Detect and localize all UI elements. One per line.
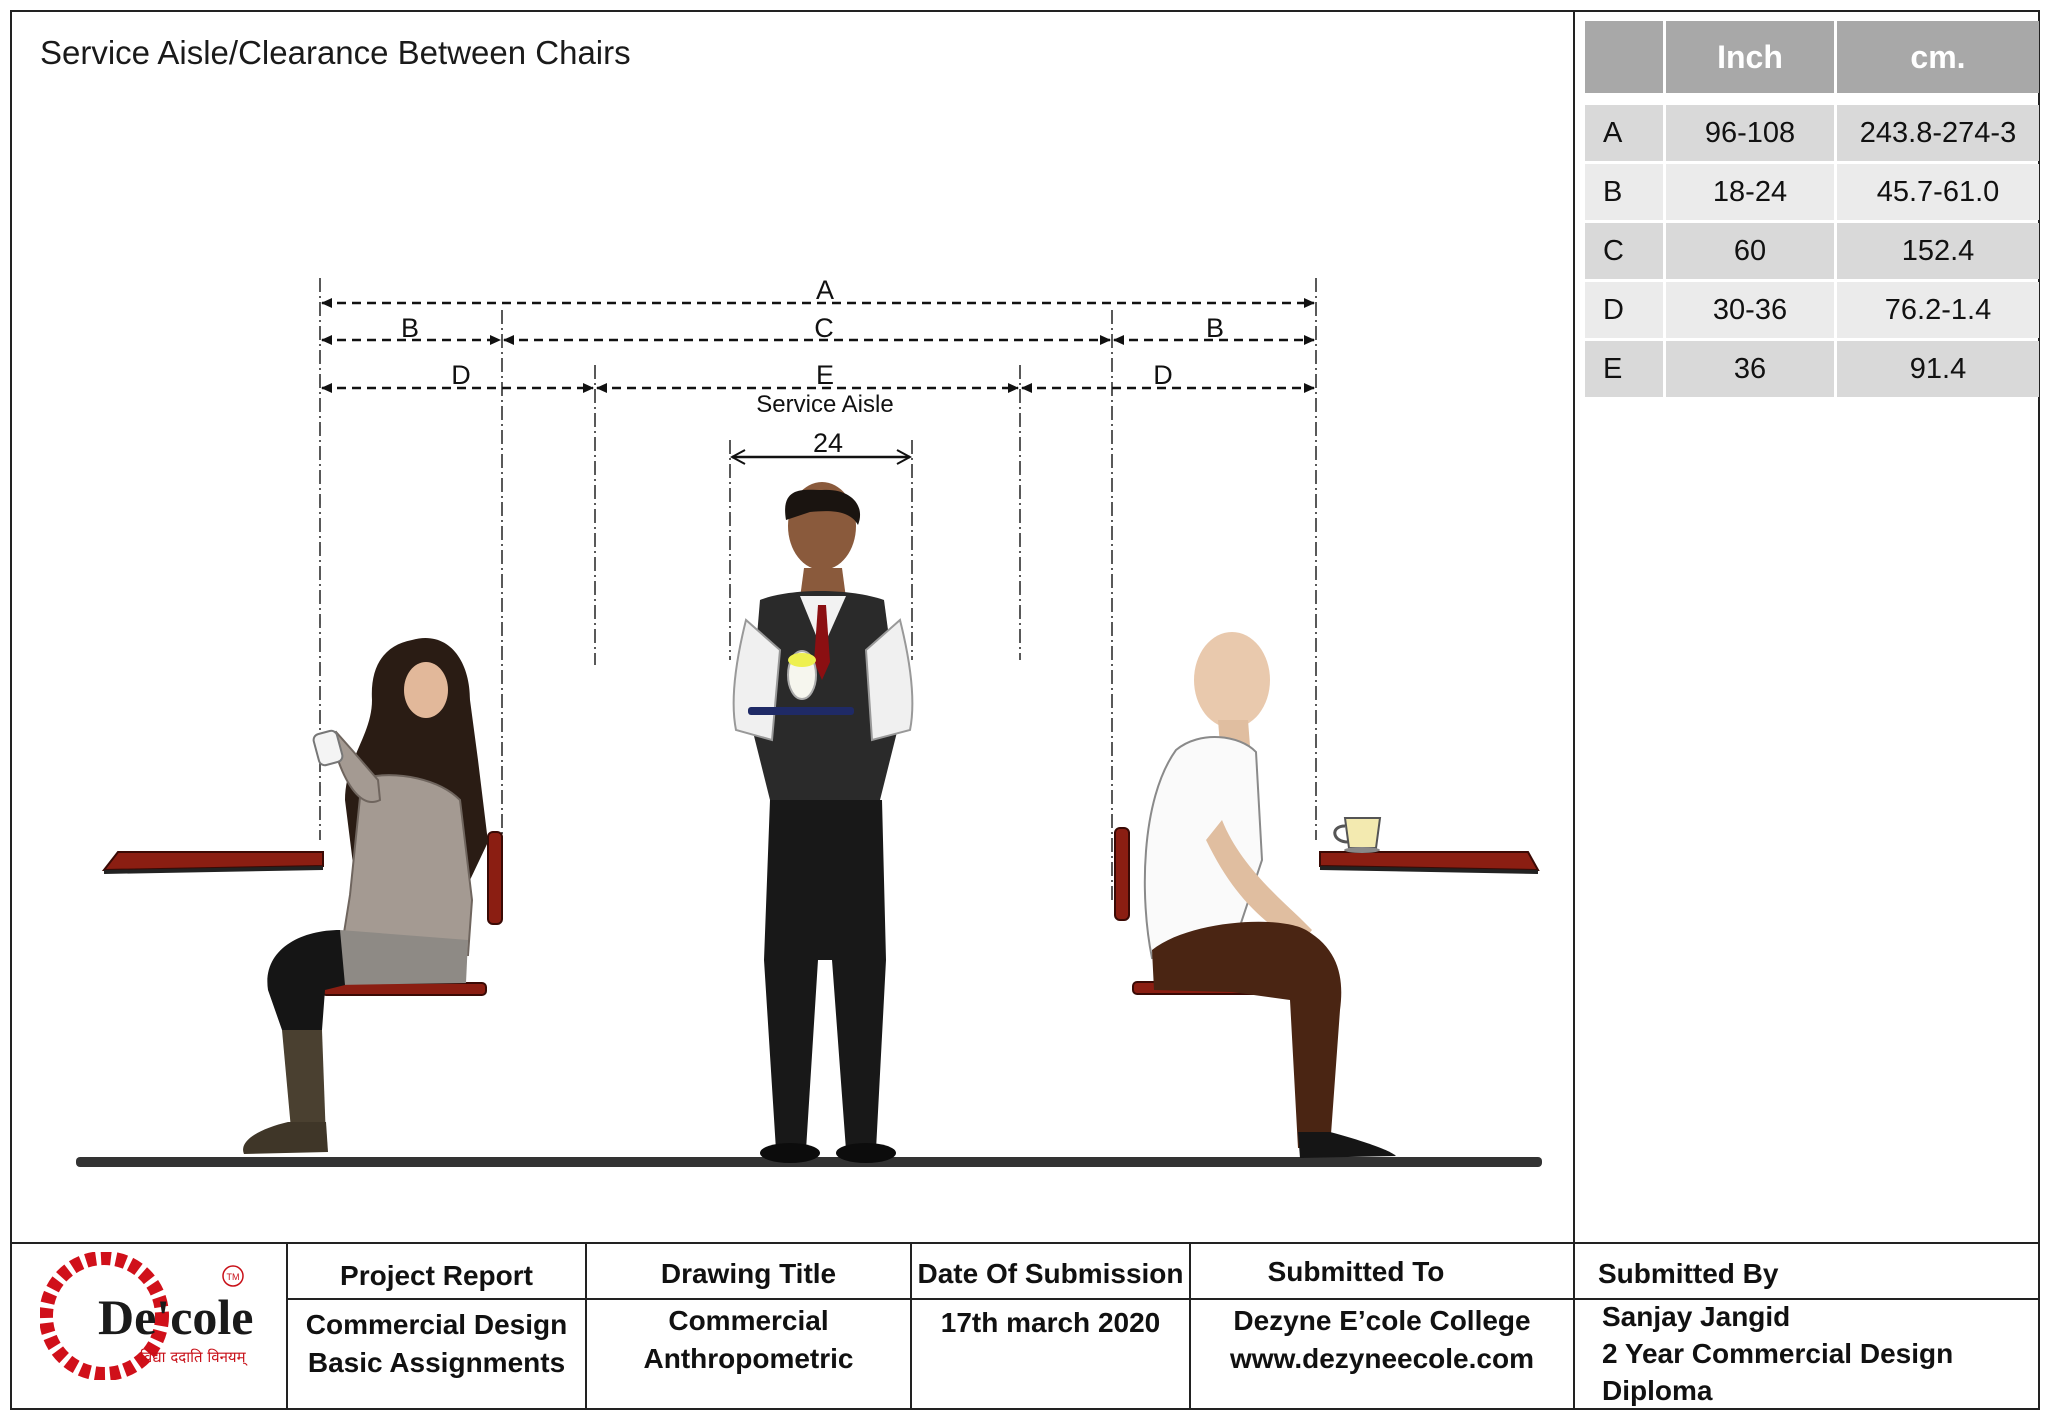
date-heading: Date Of Submission xyxy=(917,1258,1184,1289)
drawing-title-line2: Anthropometric xyxy=(643,1343,854,1374)
decole-logo: De'cole विद्या ददाति विनयम् TM xyxy=(40,1252,253,1380)
drawing-title-value: Commercial Anthropometric xyxy=(587,1302,910,1378)
table-row-label: C xyxy=(1585,223,1663,279)
table-row-cm: 76.2-1.4 xyxy=(1837,282,2039,338)
dimension-table: Inch cm. A 96-108 243.8-274-3 B 18-24 45… xyxy=(1582,18,2042,400)
footer-header-rule xyxy=(286,1298,2040,1300)
footer-divider xyxy=(1573,1242,1575,1410)
project-report-heading: Project Report xyxy=(340,1260,533,1291)
table-row-label: E xyxy=(1585,341,1663,397)
logo-tagline: विद्या ददाति विनयम् xyxy=(140,1348,248,1366)
dim-label-d-left: D xyxy=(451,360,471,390)
table-row-cm: 91.4 xyxy=(1837,341,2039,397)
submitted-by-value: Sanjay Jangid 2 Year Commercial Design D… xyxy=(1602,1298,1953,1409)
left-table xyxy=(101,851,324,874)
dim-label-c: C xyxy=(814,313,834,343)
table-row-inch: 18-24 xyxy=(1666,164,1834,220)
table-row: A 96-108 243.8-274-3 xyxy=(1585,105,2039,161)
submitted-to-line2: www.dezyneecole.com xyxy=(1230,1343,1534,1374)
footer-divider xyxy=(286,1242,288,1410)
submitted-by-line1: Sanjay Jangid xyxy=(1602,1301,1791,1332)
sheet-divider-horizontal xyxy=(10,1242,2040,1244)
dim-label-b-left: B xyxy=(401,313,419,343)
table-header-cm: cm. xyxy=(1837,21,2039,93)
sheet-divider-vertical xyxy=(1573,10,1575,1242)
table-row-inch: 60 xyxy=(1666,223,1834,279)
footer-divider xyxy=(1189,1242,1191,1410)
footer-divider xyxy=(585,1242,587,1410)
submitted-to-heading: Submitted To xyxy=(1267,1256,1445,1287)
table-row-inch: 30-36 xyxy=(1666,282,1834,338)
table-row-label: A xyxy=(1585,105,1663,161)
drawing-title-heading: Drawing Title xyxy=(660,1258,837,1289)
submitted-to-value: Dezyne E’cole College www.dezyneecole.co… xyxy=(1191,1302,1573,1378)
table-row-inch: 36 xyxy=(1666,341,1834,397)
waiter-width-label: 24 xyxy=(813,428,843,458)
table-row: B 18-24 45.7-61.0 xyxy=(1585,164,2039,220)
seated-man-figure xyxy=(1143,632,1396,1158)
dimension-lines xyxy=(321,298,1315,393)
project-report-line1: Commercial Design xyxy=(305,1309,568,1340)
table-row-cm: 45.7-61.0 xyxy=(1837,164,2039,220)
waiter-figure xyxy=(732,482,914,1163)
dim-label-a: A xyxy=(816,275,834,305)
project-report-value: Commercial Design Basic Assignments xyxy=(288,1306,585,1382)
dim-label-e: E xyxy=(816,360,834,390)
right-table xyxy=(1319,851,1540,874)
tea-cup xyxy=(1333,817,1382,853)
table-row-label: D xyxy=(1585,282,1663,338)
table-row-cm: 152.4 xyxy=(1837,223,2039,279)
clearance-diagram: A B C B D E D Service Aisle 24 xyxy=(76,275,1542,1167)
service-aisle-label: Service Aisle xyxy=(756,391,893,418)
logo-tm-mark: TM xyxy=(227,1272,240,1282)
page-title: Service Aisle/Clearance Between Chairs xyxy=(40,34,631,71)
table-row-cm: 243.8-274-3 xyxy=(1837,105,2039,161)
dim-label-b-right: B xyxy=(1206,313,1224,343)
table-row: E 36 91.4 xyxy=(1585,341,2039,397)
table-row: C 60 152.4 xyxy=(1585,223,2039,279)
project-report-line2: Basic Assignments xyxy=(307,1347,566,1378)
table-row: D 30-36 76.2-1.4 xyxy=(1585,282,2039,338)
table-row-label: B xyxy=(1585,164,1663,220)
logo-brand-text: De'cole xyxy=(98,1289,253,1345)
submitted-by-heading: Submitted By xyxy=(1598,1258,1779,1289)
footer-divider xyxy=(910,1242,912,1410)
submitted-to-line1: Dezyne E’cole College xyxy=(1233,1305,1531,1336)
drawing-sheet-frame xyxy=(10,10,2040,1410)
table-row-inch: 96-108 xyxy=(1666,105,1834,161)
submitted-by-line3: Diploma xyxy=(1602,1375,1713,1406)
logo-sunburst-icon xyxy=(40,1252,169,1380)
drawing-title-line1: Commercial xyxy=(668,1305,829,1336)
seated-woman-figure xyxy=(243,638,488,1154)
floor-line xyxy=(76,1157,1542,1167)
dim-label-d-right: D xyxy=(1153,360,1173,390)
submitted-by-line2: 2 Year Commercial Design xyxy=(1602,1338,1954,1369)
table-header-inch: Inch xyxy=(1666,21,1834,93)
table-header-blank xyxy=(1585,21,1663,93)
date-value: 17th march 2020 xyxy=(940,1307,1161,1338)
